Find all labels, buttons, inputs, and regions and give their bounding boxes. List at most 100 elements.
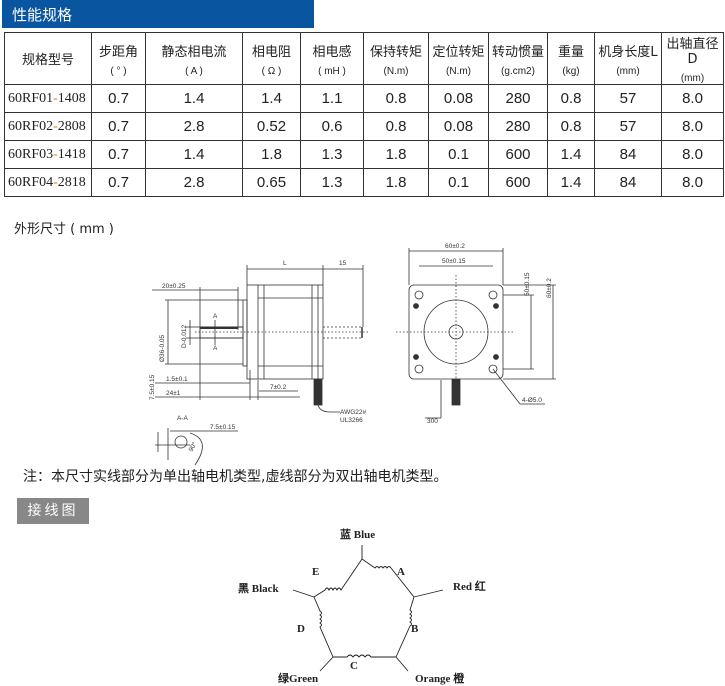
coil-e (313, 558, 363, 598)
coil-c (333, 654, 396, 658)
coil-label-c: C (350, 660, 358, 672)
model-dash: - (53, 118, 58, 134)
wire-ul: UL3266 (340, 417, 363, 424)
table-cell: 2.8 (145, 112, 243, 141)
dim-7-5: 7.5±0.15 (149, 374, 156, 400)
motor-front-view (396, 248, 556, 419)
dim-60: 60±0.2 (445, 243, 465, 250)
coil-d (313, 596, 334, 658)
section-header-wiring: 接线图 (17, 498, 89, 524)
column-header: 定位转矩 (N.m) (428, 32, 489, 85)
model-cell: 60RF04-2818 (4, 168, 92, 197)
table-cell: 8.0 (661, 84, 724, 113)
column-header: 保持转矩 (N.m) (363, 32, 429, 85)
dim-60v: 60±0.2 (546, 278, 553, 298)
table-cell: 280 (488, 112, 548, 141)
model-suffix: 2818 (57, 174, 86, 190)
table-cell: 2.8 (145, 168, 243, 197)
dim-50v: 50±0.15 (524, 272, 531, 296)
dim-angle: 90° (187, 440, 199, 453)
model-cell: 60RF02-2808 (4, 112, 92, 141)
wire-awg: AWG22# (340, 409, 367, 416)
dim-7: 7±0.2 (270, 384, 287, 391)
section-header-specs: 性能规格 (2, 0, 314, 28)
dim-d: D-0.012 (181, 324, 188, 348)
dim-24: 24±1 (166, 390, 181, 397)
header-label: 重量 (557, 44, 584, 60)
header-unit: (g.cm2) (501, 65, 535, 77)
wiring-diagram (292, 545, 444, 672)
header-label: 相电阻 (251, 44, 291, 60)
model-dash: - (53, 90, 58, 106)
dim-1-5: 1.5±0.1 (166, 376, 188, 383)
dim-15: 15 (339, 260, 347, 267)
wire-black: 黑 Black (238, 582, 280, 595)
dim-20: 20±0.25 (162, 283, 186, 290)
model-dash: - (53, 146, 58, 162)
spec-table: 规格型号步距角( ° )静态相电流( A )相电阻( Ω )相电感( mH )保… (4, 32, 724, 197)
table-cell: 0.8 (547, 84, 595, 113)
dim-36: Ø36-0.05 (159, 335, 166, 362)
header-unit: (N.m) (446, 65, 471, 77)
column-header: 相电阻 ( Ω ) (242, 32, 301, 85)
wire-green: 绿Green (278, 671, 318, 685)
wire-blue: 蓝 Blue (340, 527, 375, 541)
section-a-a (155, 428, 238, 466)
table-cell: 0.7 (91, 168, 146, 197)
table-cell: 1.8 (363, 168, 429, 197)
table-cell: 600 (488, 140, 548, 169)
dim-l: L (283, 260, 287, 267)
header-unit: ( mH ) (318, 65, 346, 77)
model-cell: 60RF01-1408 (4, 84, 92, 113)
header-label: 定位转矩 (432, 44, 485, 60)
dim-7-5b: 7.5±0.15 (210, 424, 236, 431)
header-label: 出轴直径D (666, 37, 719, 67)
column-header: 重量(kg) (547, 32, 595, 85)
model-dash: - (53, 174, 58, 190)
mounting-holes (413, 290, 499, 374)
table-cell: 600 (488, 168, 548, 197)
header-unit: ( ° ) (110, 65, 127, 77)
header-unit: ( Ω ) (261, 65, 282, 77)
table-cell: 8.0 (661, 140, 724, 169)
table-cell: 1.8 (242, 140, 301, 169)
model-prefix: 60RF03 (8, 146, 54, 162)
header-label: 机身长度L (598, 44, 658, 60)
table-cell: 0.1 (428, 140, 489, 169)
header-label: 静态相电流 (161, 44, 227, 60)
motor-side-view (152, 265, 370, 413)
wire-red: Red 红 (453, 579, 486, 593)
table-cell: 0.1 (428, 168, 489, 197)
header-unit: ( A ) (185, 65, 203, 77)
note-text: 注：本尺寸实线部分为单出轴电机类型,虚线部分为双出轴电机类型。 (23, 469, 448, 485)
dim-holes: 4-Ø5.0 (522, 397, 542, 404)
coil-label-a: A (397, 566, 405, 578)
model-suffix: 1418 (57, 146, 86, 162)
header-label: 保持转矩 (369, 44, 422, 60)
model-cell: 60RF03-1418 (4, 140, 92, 169)
wire-orange: Orange 橙 (415, 671, 465, 685)
header-label: 相电感 (312, 44, 352, 60)
table-cell: 1.4 (547, 168, 595, 197)
label-a-top: A (213, 313, 218, 320)
table-cell: 0.08 (428, 112, 489, 141)
dim-300: 300 (427, 418, 438, 425)
table-cell: 0.65 (242, 168, 301, 197)
table-cell: 0.7 (91, 112, 146, 141)
header-label: 规格型号 (21, 53, 74, 68)
model-suffix: 2808 (57, 118, 86, 134)
table-cell: 8.0 (661, 168, 724, 197)
coil-label-e: E (312, 566, 319, 578)
column-header: 出轴直径D(mm) (661, 32, 724, 85)
model-prefix: 60RF04 (8, 174, 54, 190)
header-unit: (mm) (616, 65, 640, 77)
header-unit: (N.m) (383, 65, 409, 77)
column-header: 机身长度L (mm) (594, 32, 662, 85)
coil-a (361, 558, 415, 598)
coil-label-d: D (297, 623, 305, 635)
coil-label-b: B (411, 623, 419, 635)
